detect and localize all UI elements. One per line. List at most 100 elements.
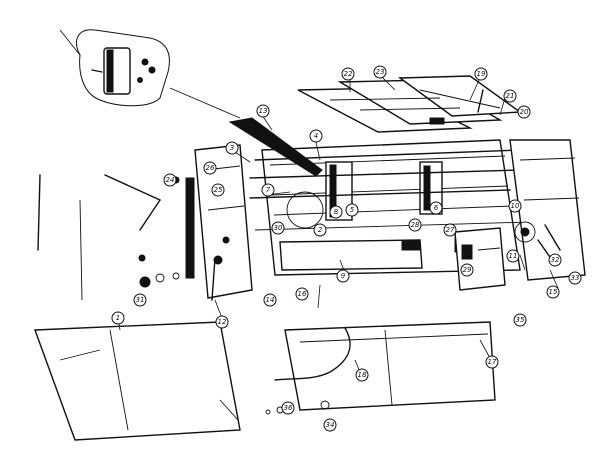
callout-label: 18: [358, 371, 367, 379]
callout-label: 17: [488, 358, 497, 366]
callout-26: 26: [203, 161, 217, 175]
callout-circle: [355, 368, 369, 382]
callout-label: 3: [230, 144, 234, 152]
bottom-left-cover: [34, 321, 241, 441]
callout-label: 14: [266, 296, 275, 304]
callout-label: 20: [520, 108, 529, 116]
callout-label: 4: [314, 132, 318, 140]
callout-circle: [341, 67, 355, 81]
callout-32: 32: [548, 253, 562, 267]
callout-circle: [111, 311, 125, 325]
callout-circle: [271, 221, 285, 235]
callout-2: 2: [313, 223, 327, 237]
callout-label: 1: [116, 314, 120, 322]
callout-label: 35: [516, 316, 525, 324]
callout-label: 19: [477, 70, 486, 78]
left-side-frame: [37, 144, 253, 301]
callout-label: 29: [463, 266, 472, 274]
callout-label: 13: [259, 107, 268, 115]
callout-28: 28: [408, 218, 422, 232]
callout-circle: [546, 285, 560, 299]
callout-label: 23: [376, 68, 385, 76]
callout-label: 28: [411, 221, 420, 229]
callout-label: 27: [446, 226, 455, 234]
callout-1: 1: [111, 311, 125, 325]
callout-label: 33: [571, 274, 580, 282]
callout-21: 21: [503, 89, 517, 103]
callout-circle: [263, 293, 277, 307]
callout-circle: [513, 313, 527, 327]
callout-circle: [336, 269, 350, 283]
callout-label: 24: [166, 176, 175, 184]
callout-circle: [295, 287, 309, 301]
callout-label: 21: [506, 92, 515, 100]
callout-label: 7: [266, 186, 271, 194]
bottom-right-cover: [265, 321, 496, 415]
callout-10: 10: [508, 199, 522, 213]
callout-label: 31: [136, 296, 145, 304]
callout-circle: [517, 105, 531, 119]
callout-label: 16: [298, 290, 307, 298]
callout-9: 9: [336, 269, 350, 283]
callout-circle: [548, 253, 562, 267]
callout-circle: [506, 249, 520, 263]
callout-label: 34: [326, 421, 335, 429]
callout-circle: [203, 161, 217, 175]
callout-36: 36: [281, 401, 295, 415]
callout-7: 7: [261, 183, 275, 197]
left-fittings: [138, 254, 180, 288]
callout-circle: [163, 173, 177, 187]
callout-label: 12: [218, 318, 227, 326]
callout-29: 29: [460, 263, 474, 277]
callout-3: 3: [225, 141, 239, 155]
callout-circle: [485, 355, 499, 369]
callout-circle: [443, 223, 457, 237]
callout-label: 32: [551, 256, 560, 264]
callout-circle: [261, 183, 275, 197]
callout-label: 2: [318, 226, 323, 234]
callout-label: 5: [350, 206, 355, 214]
center-block: [228, 117, 478, 253]
callout-label: 25: [214, 186, 223, 194]
callout-circle: [225, 141, 239, 155]
callout-circle: [508, 199, 522, 213]
callout-circle: [215, 315, 229, 329]
callout-11: 11: [506, 249, 520, 263]
callout-label: 6: [434, 204, 439, 212]
callout-circle: [256, 104, 270, 118]
callout-label: 36: [284, 404, 293, 412]
callout-35: 35: [513, 313, 527, 327]
callout-12: 12: [215, 315, 229, 329]
callout-label: 8: [334, 208, 339, 216]
callout-23: 23: [373, 65, 387, 79]
callout-14: 14: [263, 293, 277, 307]
callout-19: 19: [474, 67, 488, 81]
callout-circle: [345, 203, 359, 217]
callout-label: 9: [341, 272, 346, 280]
callout-circle: [373, 65, 387, 79]
callout-label: 22: [344, 70, 353, 78]
callout-circle: [323, 418, 337, 432]
callout-circle: [460, 263, 474, 277]
right-bracket: [454, 227, 506, 291]
callout-30: 30: [271, 221, 285, 235]
callout-circle: [133, 293, 147, 307]
callout-5: 5: [345, 203, 359, 217]
callout-6: 6: [429, 201, 443, 215]
callout-8: 8: [329, 205, 343, 219]
callout-34: 34: [323, 418, 337, 432]
callout-circle: [568, 271, 582, 285]
callout-20: 20: [517, 105, 531, 119]
callout-13: 13: [256, 104, 270, 118]
callout-circle: [503, 89, 517, 103]
callout-label: 11: [509, 252, 518, 260]
callout-circle: [309, 129, 323, 143]
callout-31: 31: [133, 293, 147, 307]
callout-circle: [429, 201, 443, 215]
callout-16: 16: [295, 287, 309, 301]
callout-circle: [313, 223, 327, 237]
callout-label: 30: [274, 224, 283, 232]
inset-detail: [59, 29, 241, 119]
callout-18: 18: [355, 368, 369, 382]
